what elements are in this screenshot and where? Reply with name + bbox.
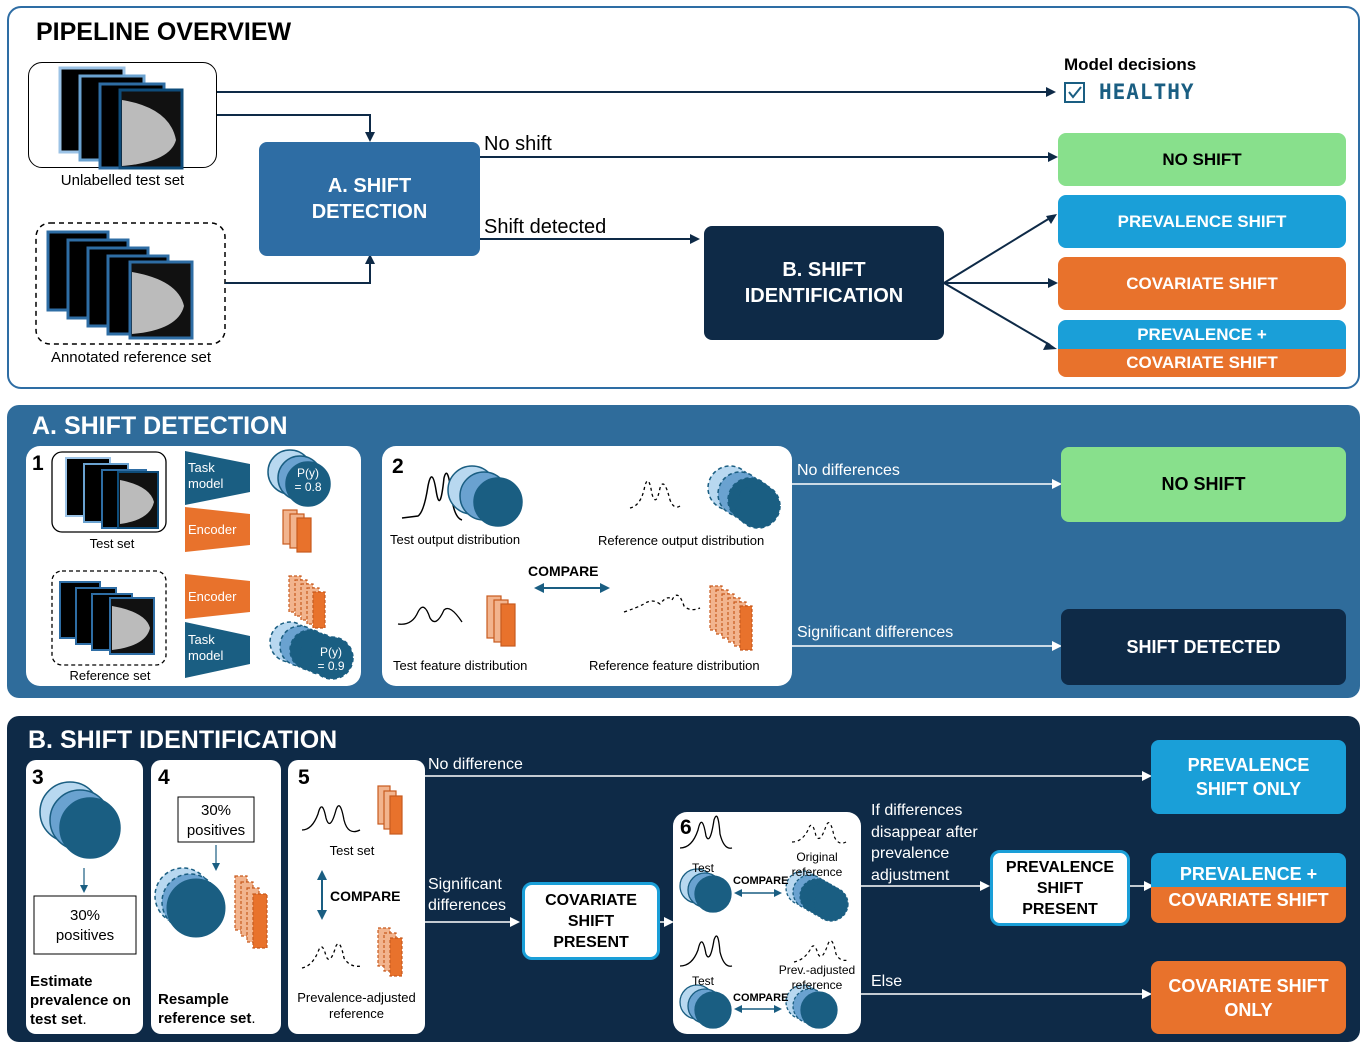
ref-output-label: Reference output distribution	[598, 533, 765, 548]
test-set-label-5: Test set	[329, 843, 375, 858]
step-2: 2	[392, 455, 404, 478]
encoder-shape-test	[185, 507, 250, 552]
prevalence-present-node: PREVALENCE SHIFT PRESENT	[990, 850, 1130, 926]
no-shift-edge-label: No shift	[484, 133, 552, 155]
out-both-top: PREVALENCE +	[1151, 853, 1346, 887]
shift-detected-edge-label: Shift detected	[484, 216, 607, 238]
ref-feature-label: Reference feature distribution	[589, 658, 760, 673]
positives-label-3: 30% positives	[55, 907, 115, 944]
compare-label-6b: COMPARE	[733, 992, 789, 1004]
test-feature-label: Test feature distribution	[393, 658, 528, 673]
resample-text: Resample reference set	[158, 991, 252, 1027]
overview-out-prevalence: PREVALENCE SHIFT	[1058, 195, 1346, 248]
no-differences-label: No differences	[797, 462, 900, 479]
encoder-shape-ref	[185, 574, 250, 619]
py-test-label: P(y) = 0.8	[294, 466, 322, 494]
compare-label-5: COMPARE	[330, 888, 401, 904]
task-model-label-ref: Task model	[188, 632, 224, 663]
out-prevalence-only: PREVALENCE SHIFT ONLY	[1151, 740, 1346, 814]
no-difference-label: No difference	[428, 756, 523, 773]
out-both-bottom: COVARIATE SHIFT	[1151, 887, 1346, 923]
else-label: Else	[871, 973, 903, 990]
ref-output-curve	[629, 480, 681, 509]
overview-out-no-shift: NO SHIFT	[1058, 133, 1346, 186]
significant-differences-label: Significant differences	[797, 624, 954, 641]
test-label-6a: Test	[692, 861, 715, 875]
detection-out-shift-detected: SHIFT DETECTED	[1061, 609, 1346, 685]
step-6: 6	[680, 816, 692, 839]
compare-label-6a: COMPARE	[733, 875, 789, 887]
compare-label-detection: COMPARE	[528, 563, 599, 579]
checkbox-icon	[1064, 82, 1085, 103]
encoder-label-ref: Encoder	[188, 589, 237, 604]
py-ref-label: P(y) = 0.9	[317, 645, 345, 673]
resample-label: Resample reference set.	[158, 990, 278, 1028]
overview-out-both-top: PREVALENCE +	[1058, 320, 1346, 349]
reference-set-caption: Reference set	[69, 668, 151, 683]
reference-image-stack-small	[59, 581, 155, 655]
reference-image-stack	[46, 230, 194, 340]
estimate-tail: .	[82, 1011, 87, 1028]
task-model-shape-test	[185, 451, 250, 505]
overview-out-both-bottom: COVARIATE SHIFT	[1058, 349, 1346, 377]
detection-title: A. SHIFT DETECTION	[32, 412, 288, 440]
detection-out-no-shift: NO SHIFT	[1061, 447, 1346, 522]
positives-label-4: 30% positives	[186, 802, 246, 839]
resample-tail: .	[251, 1010, 256, 1027]
estimate-text: Estimate prevalence on test set	[30, 973, 131, 1028]
step-3: 3	[32, 766, 44, 789]
prev-adj-ref-label: Prev.-adjusted reference	[778, 963, 856, 992]
task-model-label-test: Task model	[188, 460, 224, 491]
shift-detection-node: A. SHIFT DETECTION	[259, 142, 480, 256]
prev-adjusted-ref-label: Prevalence-adjusted reference	[297, 990, 416, 1021]
test-label-6b: Test	[692, 974, 715, 988]
shift-identification-node: B. SHIFT IDENTIFICATION	[704, 226, 944, 340]
test-output-label: Test output distribution	[390, 532, 521, 547]
step-1: 1	[32, 452, 44, 475]
task-model-shape-ref	[185, 622, 250, 678]
test-feature-curve	[397, 606, 463, 625]
step-5: 5	[298, 766, 310, 789]
model-decisions-label: Model decisions	[1064, 55, 1197, 74]
test-set-caption: Test set	[89, 536, 135, 551]
significant-differences-label-b: Significant differences	[428, 876, 506, 914]
overview-title: PIPELINE OVERVIEW	[36, 18, 292, 46]
out-covariate-only: COVARIATE SHIFT ONLY	[1151, 961, 1346, 1034]
reference-set-label: Annotated reference set	[50, 349, 212, 366]
ref-feature-curve	[623, 594, 701, 613]
encoder-label-test: Encoder	[188, 522, 237, 537]
estimate-label: Estimate prevalence on test set.	[30, 972, 143, 1029]
covariate-present-node: COVARIATE SHIFT PRESENT	[522, 882, 660, 960]
overview-out-covariate: COVARIATE SHIFT	[1058, 257, 1346, 310]
test-set-label: Unlabelled test set	[60, 172, 185, 189]
step-4: 4	[158, 766, 170, 789]
test-image-stack-small	[65, 457, 159, 529]
test-image-stack	[58, 66, 184, 170]
if-differences-label: If differences disappear after prevalenc…	[871, 802, 978, 884]
healthy-label: HEALTHY	[1099, 80, 1195, 104]
identification-title: B. SHIFT IDENTIFICATION	[28, 726, 338, 754]
original-ref-label: Original reference	[791, 850, 843, 879]
